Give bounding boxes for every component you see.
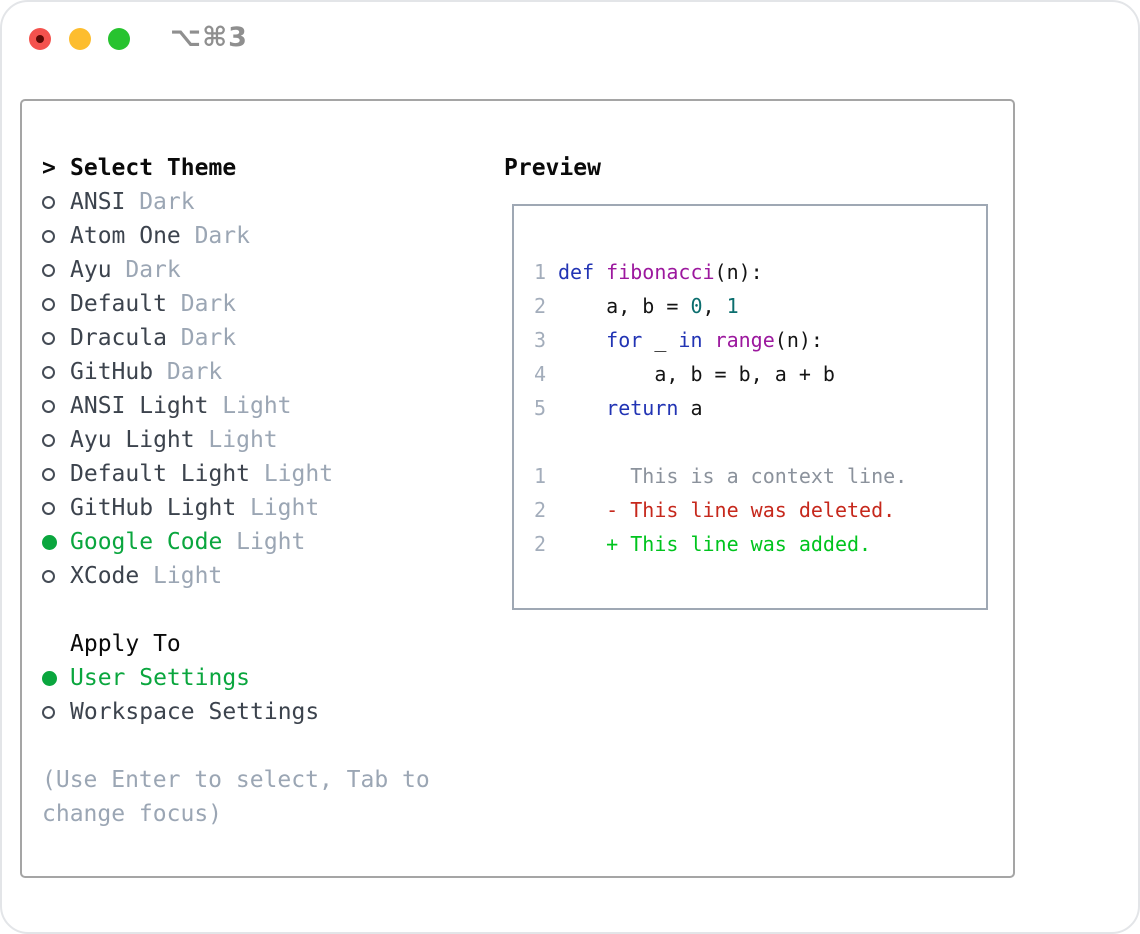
theme-variant: Light xyxy=(208,427,278,453)
theme-variant: Light xyxy=(222,393,292,419)
radio-icon xyxy=(42,229,70,243)
theme-variant: Dark xyxy=(166,359,223,385)
theme-name: Atom One xyxy=(70,223,181,249)
diff-line-deleted: 2 - This line was deleted. xyxy=(534,498,896,522)
help-text: (Use Enter to select, Tab to change focu… xyxy=(42,767,430,827)
line-number: 5 xyxy=(534,396,547,420)
radio-icon xyxy=(42,501,70,515)
radio-icon xyxy=(42,399,70,413)
theme-name: Ayu xyxy=(70,257,112,283)
select-theme-title: Select Theme xyxy=(70,155,237,181)
theme-name: Google Code xyxy=(70,529,223,555)
apply-to-option[interactable]: User Settings xyxy=(42,661,442,695)
theme-variant: Dark xyxy=(194,223,250,249)
code-line: 4 a, b = b, a + b xyxy=(534,362,835,386)
line-number: 2 xyxy=(534,498,547,522)
code-line: 3 for _ in range(n): xyxy=(534,328,823,352)
radio-icon xyxy=(42,263,70,277)
line-number: 2 xyxy=(534,294,547,318)
radio-icon xyxy=(42,467,70,481)
theme-variant: Dark xyxy=(180,291,237,317)
theme-option[interactable]: ANSI Light Light xyxy=(42,389,442,423)
theme-name: GitHub Light xyxy=(70,495,237,521)
apply-to-label: Workspace Settings xyxy=(70,699,320,725)
theme-variant: Light xyxy=(249,495,320,521)
theme-name: GitHub xyxy=(70,359,154,385)
maximize-button[interactable] xyxy=(108,28,130,50)
radio-icon xyxy=(42,705,70,719)
prompt-icon: > xyxy=(42,155,56,181)
theme-name: ANSI xyxy=(70,189,126,215)
apply-to-option[interactable]: Workspace Settings xyxy=(42,695,442,729)
radio-icon xyxy=(42,433,70,447)
theme-variant: Light xyxy=(263,461,334,487)
theme-option[interactable]: Atom One Dark xyxy=(42,219,442,253)
radio-icon xyxy=(42,331,70,345)
diff-line-context: 1 This is a context line. xyxy=(534,464,908,488)
theme-option[interactable]: XCode Light xyxy=(42,559,442,593)
line-number: 2 xyxy=(534,532,547,556)
line-number: 3 xyxy=(534,328,547,352)
select-theme-header: > Select Theme xyxy=(42,151,442,185)
radio-icon xyxy=(42,569,70,583)
theme-name: Ayu Light xyxy=(70,427,195,453)
code-line: 2 a, b = 0, 1 xyxy=(534,294,739,318)
theme-option[interactable]: GitHub Light Light xyxy=(42,491,442,525)
close-button[interactable] xyxy=(29,28,51,50)
minimize-button[interactable] xyxy=(69,28,91,50)
theme-name: XCode xyxy=(70,563,140,589)
close-dot-icon xyxy=(36,35,44,43)
theme-variant: Light xyxy=(153,563,223,589)
theme-variant: Light xyxy=(236,529,306,555)
preview-header: Preview xyxy=(504,155,601,181)
theme-variant: Dark xyxy=(125,257,181,283)
line-number: 1 xyxy=(534,260,547,284)
theme-option[interactable]: Ayu Dark xyxy=(42,253,442,287)
radio-selected-icon xyxy=(42,534,70,550)
titlebar: ⌥⌘3 xyxy=(2,2,1138,99)
radio-icon xyxy=(42,297,70,311)
theme-option[interactable]: GitHub Dark xyxy=(42,355,442,389)
theme-option[interactable]: ANSI Dark xyxy=(42,185,442,219)
diff-line-added: 2 + This line was added. xyxy=(534,532,872,556)
theme-name: Dracula xyxy=(70,325,167,351)
theme-variant: Dark xyxy=(180,325,237,351)
theme-name: Default xyxy=(70,291,167,317)
window-title-shortcut: ⌥⌘3 xyxy=(170,22,248,53)
apply-to-header: Apply To xyxy=(70,631,181,657)
line-number: 1 xyxy=(534,464,547,488)
theme-name: Default Light xyxy=(70,461,251,487)
radio-icon xyxy=(42,195,70,209)
theme-variant: Dark xyxy=(139,189,195,215)
theme-option[interactable]: Google Code Light xyxy=(42,525,442,559)
theme-option[interactable]: Ayu Light Light xyxy=(42,423,442,457)
code-line: 5 return a xyxy=(534,396,703,420)
radio-icon xyxy=(42,365,70,379)
radio-selected-icon xyxy=(42,670,70,686)
apply-to-label: User Settings xyxy=(70,665,251,691)
theme-option[interactable]: Default Light Light xyxy=(42,457,442,491)
line-number: 4 xyxy=(534,362,547,386)
theme-option[interactable]: Dracula Dark xyxy=(42,321,442,355)
theme-option[interactable]: Default Dark xyxy=(42,287,442,321)
theme-name: ANSI Light xyxy=(70,393,209,419)
